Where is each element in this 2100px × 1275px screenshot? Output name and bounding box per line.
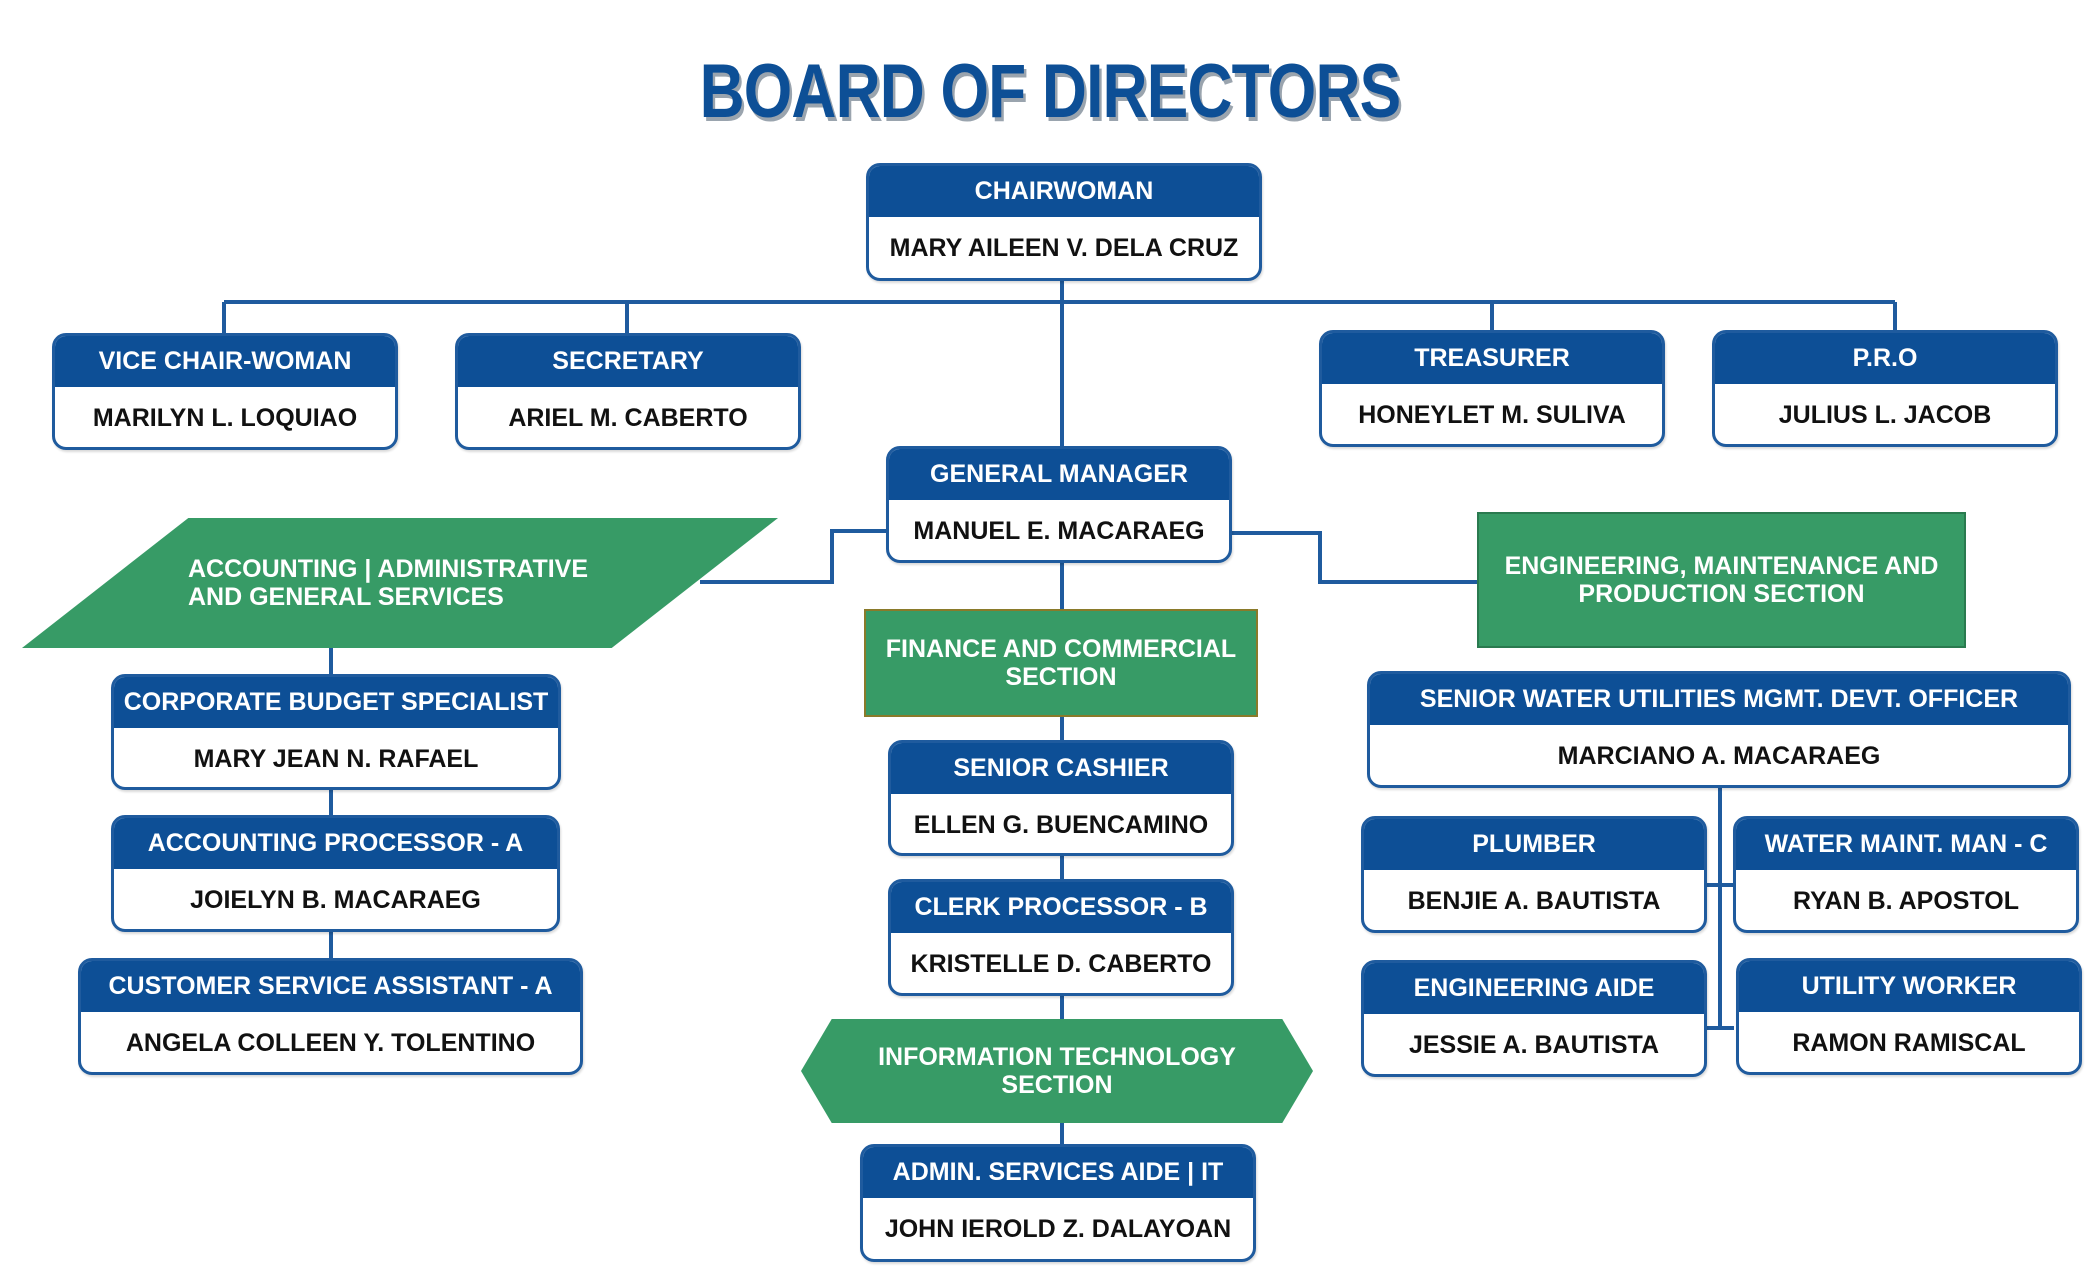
- water-maint-man-card: WATER MAINT. MAN - C RYAN B. APOSTOL: [1733, 816, 2079, 933]
- card-role: VICE CHAIR-WOMAN: [55, 336, 395, 387]
- connector-gm-to-engineering: [1232, 531, 1478, 584]
- secretary-card: SECRETARY ARIEL M. CABERTO: [455, 333, 801, 450]
- card-name: MARCIANO A. MACARAEG: [1557, 742, 1881, 770]
- section-label-line: ENGINEERING, MAINTENANCE AND: [1504, 552, 1939, 580]
- card-name: HONEYLET M. SULIVA: [1358, 401, 1626, 429]
- card-role: WATER MAINT. MAN - C: [1736, 819, 2076, 870]
- card-role: TREASURER: [1322, 333, 1662, 384]
- card-role: SENIOR CASHIER: [891, 743, 1231, 794]
- plumber-card: PLUMBER BENJIE A. BAUTISTA: [1361, 816, 1707, 933]
- customer-service-assistant-card: CUSTOMER SERVICE ASSISTANT - A ANGELA CO…: [78, 958, 583, 1075]
- treasurer-card: TREASURER HONEYLET M. SULIVA: [1319, 330, 1665, 447]
- vice-chair-card: VICE CHAIR-WOMAN MARILYN L. LOQUIAO: [52, 333, 398, 450]
- card-role: CHAIRWOMAN: [869, 166, 1259, 217]
- card-name: MANUEL E. MACARAEG: [913, 517, 1205, 545]
- senior-cashier-card: SENIOR CASHIER ELLEN G. BUENCAMINO: [888, 740, 1234, 856]
- card-name: KRISTELLE D. CABERTO: [910, 950, 1212, 978]
- card-name: BENJIE A. BAUTISTA: [1407, 887, 1661, 915]
- section-label-line: FINANCE AND COMMERCIAL: [885, 635, 1237, 663]
- card-name: JOIELYN B. MACARAEG: [190, 886, 481, 914]
- card-role: CLERK PROCESSOR - B: [891, 882, 1231, 933]
- corporate-budget-specialist-card: CORPORATE BUDGET SPECIALIST MARY JEAN N.…: [111, 674, 561, 790]
- card-name: MARILYN L. LOQUIAO: [92, 404, 358, 432]
- card-role: P.R.O: [1715, 333, 2055, 384]
- finance-section-label: FINANCE AND COMMERCIAL SECTION: [864, 609, 1258, 717]
- card-role: SECRETARY: [458, 336, 798, 387]
- card-role: PLUMBER: [1364, 819, 1704, 870]
- card-name: ARIEL M. CABERTO: [508, 404, 748, 432]
- card-role: CORPORATE BUDGET SPECIALIST: [114, 677, 558, 728]
- card-name: JESSIE A. BAUTISTA: [1408, 1031, 1660, 1059]
- section-label-line: SECTION: [1001, 1071, 1113, 1099]
- card-role: ENGINEERING AIDE: [1364, 963, 1704, 1014]
- card-role: SENIOR WATER UTILITIES MGMT. DEVT. OFFIC…: [1370, 674, 2068, 725]
- card-role: GENERAL MANAGER: [889, 449, 1229, 500]
- card-name: JULIUS L. JACOB: [1778, 401, 1992, 429]
- card-name: RYAN B. APOSTOL: [1793, 887, 2019, 915]
- engineering-section-label: ENGINEERING, MAINTENANCE AND PRODUCTION …: [1477, 512, 1966, 648]
- card-name: MARY AILEEN V. DELA CRUZ: [889, 234, 1239, 262]
- pro-card: P.R.O JULIUS L. JACOB: [1712, 330, 2058, 447]
- section-label-line: PRODUCTION SECTION: [1578, 580, 1865, 608]
- card-role: CUSTOMER SERVICE ASSISTANT - A: [81, 961, 580, 1012]
- card-name: JOHN IEROLD Z. DALAYOAN: [884, 1215, 1232, 1243]
- card-role: UTILITY WORKER: [1739, 961, 2079, 1012]
- card-role: ACCOUNTING PROCESSOR - A: [114, 818, 557, 869]
- section-label-line: INFORMATION TECHNOLOGY: [878, 1043, 1236, 1071]
- card-name: RAMON RAMISCAL: [1792, 1029, 2026, 1057]
- connector-gm-to-admin: [700, 529, 886, 584]
- utility-worker-card: UTILITY WORKER RAMON RAMISCAL: [1736, 958, 2082, 1075]
- engineering-aide-card: ENGINEERING AIDE JESSIE A. BAUTISTA: [1361, 960, 1707, 1077]
- card-name: MARY JEAN N. RAFAEL: [193, 745, 479, 773]
- page-title: BOARD OF DIRECTORS: [699, 49, 1402, 134]
- clerk-processor-card: CLERK PROCESSOR - B KRISTELLE D. CABERTO: [888, 879, 1234, 996]
- card-name: ANGELA COLLEEN Y. TOLENTINO: [125, 1029, 536, 1057]
- card-role: ADMIN. SERVICES AIDE | IT: [863, 1147, 1253, 1198]
- general-manager-card: GENERAL MANAGER MANUEL E. MACARAEG: [886, 446, 1232, 563]
- it-section-label: INFORMATION TECHNOLOGY SECTION: [801, 1019, 1313, 1123]
- chairwoman-card: CHAIRWOMAN MARY AILEEN V. DELA CRUZ: [866, 163, 1262, 281]
- senior-water-utilities-officer-card: SENIOR WATER UTILITIES MGMT. DEVT. OFFIC…: [1367, 671, 2071, 788]
- admin-services-aide-card: ADMIN. SERVICES AIDE | IT JOHN IEROLD Z.…: [860, 1144, 1256, 1262]
- section-label-line: ACCOUNTING | ADMINISTRATIVE: [188, 555, 589, 583]
- card-name: ELLEN G. BUENCAMINO: [913, 811, 1209, 839]
- section-label-line: AND GENERAL SERVICES: [188, 583, 504, 611]
- accounting-processor-card: ACCOUNTING PROCESSOR - A JOIELYN B. MACA…: [111, 815, 560, 932]
- section-label-line: SECTION: [1005, 663, 1117, 691]
